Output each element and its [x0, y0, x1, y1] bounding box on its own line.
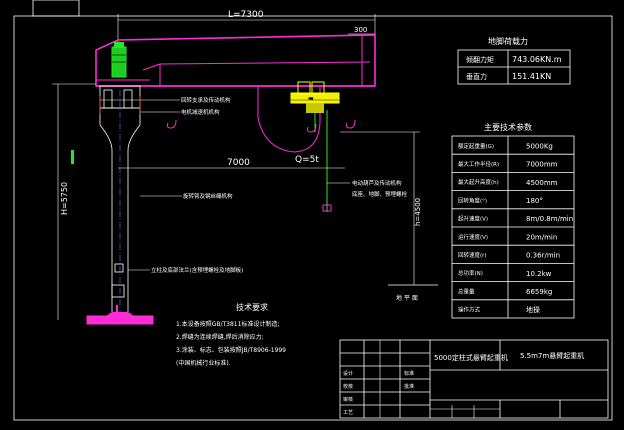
dim-top-small-label: 300	[354, 26, 367, 34]
callout-column: 立柱及底部法兰(含预埋螺栓及地脚板)	[151, 266, 243, 274]
tech-title: 技术要求	[236, 302, 268, 312]
electric-hoist: ▬	[290, 81, 340, 132]
callouts: 回转支承及传动机构 电机减速机机构 旋转臂及钢丝绳机构 电动葫芦及传动机构 底座…	[128, 96, 408, 274]
dim-span-label: L=7300	[228, 10, 264, 20]
tech-item: 1.本设备按照GB/T3811标准设计制造;	[176, 320, 279, 328]
param-row-value: 20m/min	[526, 233, 557, 241]
column-base	[86, 305, 154, 325]
frame-corner-tab	[32, 0, 80, 17]
title-row-label: 设计	[343, 370, 353, 377]
param-row-label: 最大起升高度(h)	[458, 178, 499, 186]
param-row-label: 总重量	[458, 287, 475, 295]
title-project: 5.5m7m悬臂起重机	[520, 351, 584, 360]
hook-block	[322, 204, 332, 212]
dim-lift-label: h=4500	[414, 198, 422, 226]
title-row-label: 审核	[343, 396, 353, 403]
load-row-value: 151.41KN	[512, 72, 551, 81]
param-row-label: 额定起重量(G)	[458, 142, 494, 150]
ground-label: 地 平 面	[396, 294, 418, 302]
title-row-label: 工艺	[343, 410, 353, 416]
dim-angle-label: Q=5t	[295, 155, 319, 165]
callout-slewing: 回转支承及传动机构	[181, 96, 231, 104]
load-table-title: 地脚荷载力	[488, 36, 528, 46]
param-row-label: 总功率(N)	[458, 269, 483, 277]
dim-mid-label: 7000	[227, 158, 250, 168]
param-row-label: 操作方式	[458, 306, 481, 314]
callout-motor: 电机减速机机构	[181, 108, 220, 116]
callout-base: 底座、地脚、预埋螺栓	[352, 190, 408, 198]
jib-arm	[95, 34, 376, 87]
param-row-label: 回转速度(r)	[458, 251, 487, 259]
load-row-label: 倾翻力矩	[466, 55, 494, 64]
title-drawing-name: 5000定柱式悬臂起重机	[434, 353, 508, 362]
param-row-value: 10.2kw	[526, 270, 552, 278]
param-table-rows: 额定起重量(G) 5000Kg 最大工作半径(R) 7000mm 最大起升高度(h) 45…	[452, 142, 574, 314]
load-row-label: 垂直力	[466, 72, 487, 81]
param-row-label: 回转角度(°)	[458, 196, 487, 204]
column	[99, 85, 141, 320]
slew-motor	[111, 42, 127, 78]
load-row-value: 743.06KN.m	[512, 55, 562, 64]
hook-right	[345, 119, 356, 129]
dim-height-label: H=5750	[60, 182, 69, 215]
hook-left	[166, 119, 177, 129]
param-row-value: 180°	[526, 197, 543, 205]
tech-item: 2.焊缝为连续焊缝,焊后消除应力;	[176, 333, 264, 341]
title-row-label: 校核	[343, 383, 353, 390]
callout-arm: 旋转臂及钢丝绳机构	[183, 192, 233, 200]
param-table-title: 主要技术参数	[484, 122, 532, 132]
param-row-value: 7000mm	[526, 161, 558, 169]
title-row-label: 标准	[404, 370, 414, 377]
param-row-label: 起升速度(V)	[458, 215, 488, 223]
title-block: 5000定柱式悬臂起重机 5.5m7m悬臂起重机 设计 校核 审核 工艺 标准 …	[339, 339, 609, 419]
cable-loop	[257, 86, 321, 153]
drawing-frame	[13, 15, 613, 421]
svg-text:▬: ▬	[308, 95, 314, 102]
load-table: 地脚荷载力 倾翻力矩 743.06KN.m 垂直力 151.41KN	[457, 36, 571, 85]
param-row-value: 4500mm	[526, 179, 558, 187]
param-row-label: 最大工作半径(R)	[458, 160, 499, 168]
param-row-value: 5000Kg	[526, 142, 553, 150]
param-row-value: 0.36r/min	[526, 252, 560, 260]
callout-hoist: 电动葫芦及传动机构	[352, 179, 402, 187]
tech-item: 3.涂装、标志、包装按照JB/T8906-1999	[176, 346, 286, 354]
tech-item: (中国机械行业标准).	[176, 359, 231, 367]
tech-requirements: 技术要求 1.本设备按照GB/T3811标准设计制造; 2.焊缝为连续焊缝,焊后…	[176, 302, 286, 367]
tick-mark-green	[71, 150, 74, 164]
param-row-value: 地操	[526, 305, 540, 314]
param-row-label: 运行速度(V)	[458, 233, 488, 241]
param-row-value: 6659kg	[526, 288, 552, 296]
hook-hoist	[306, 123, 317, 133]
param-row-value: 8m/0.8m/min	[526, 215, 573, 223]
title-row-label: 批准	[404, 383, 414, 390]
